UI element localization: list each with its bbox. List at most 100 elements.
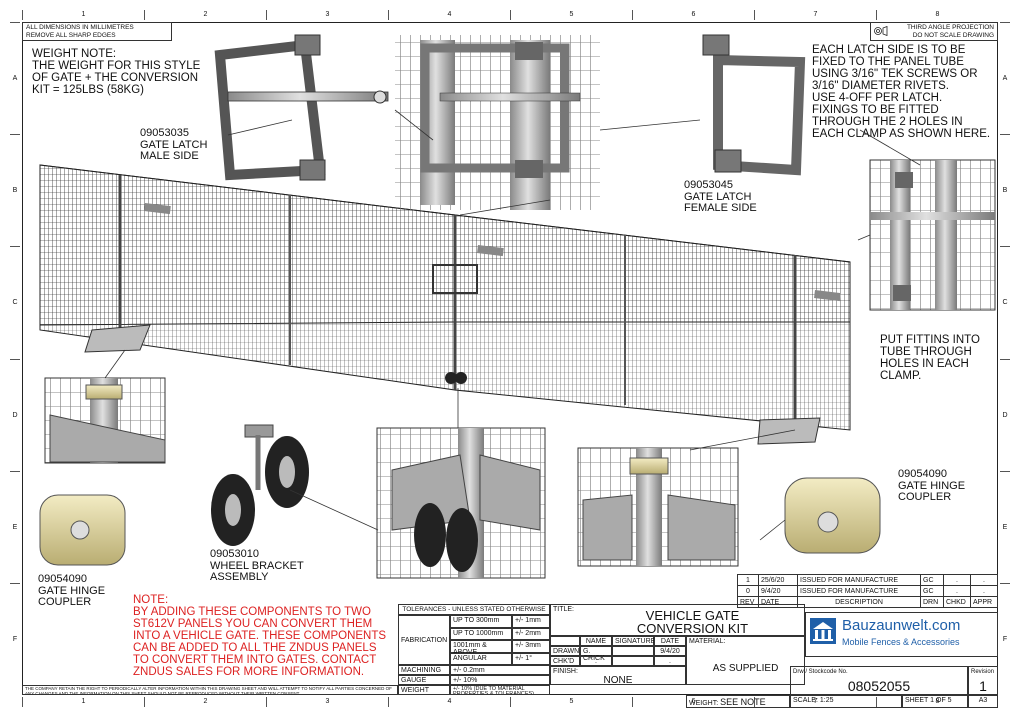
- fabrication-label: FABRICATION: [398, 615, 450, 665]
- zone-label: 7: [754, 697, 876, 707]
- rev-cell: 1: [737, 574, 759, 586]
- projection-symbol-icon: [874, 25, 888, 37]
- weight-note: WEIGHT NOTE: THE WEIGHT FOR THIS STYLE O…: [32, 48, 201, 96]
- material-value: AS SUPPLIED: [712, 663, 779, 674]
- checked-name: .: [580, 656, 612, 666]
- part-label-latch-male: 09053035 GATE LATCH MALE SIDE: [140, 127, 208, 162]
- weight-cell: WEIGHT: SEE NOTE: [686, 695, 790, 708]
- signature-header: SIGNATURE: [612, 636, 655, 646]
- finish-value: NONE: [603, 675, 633, 686]
- drawn-date: 9/4/20: [654, 646, 686, 656]
- gauge-label: GAUGE: [398, 675, 450, 685]
- revision-value: 1: [979, 678, 987, 694]
- fab-tolerance: +/- 1°: [512, 653, 550, 665]
- zone-ruler-left: A B C D E F: [10, 22, 20, 695]
- sheet-number: SHEET 1 OF 5: [902, 695, 968, 708]
- weight-tolerance: +/- 10% (DUE TO MATERIAL PROPERTIES & TO…: [450, 685, 550, 695]
- checked-label: CHK'D: [550, 656, 580, 666]
- appr-cell: .: [970, 574, 998, 586]
- material-label: MATERIAL:: [689, 638, 726, 645]
- drawn-label: DRAWN: [550, 646, 580, 656]
- weight-label: WEIGHT: [398, 685, 450, 695]
- brand-name: Bauzaunwelt.com: [842, 617, 961, 634]
- disclaimer: THE COMPANY RETAIN THE RIGHT TO PERIODIC…: [22, 685, 398, 695]
- logo-building-icon: [810, 618, 836, 644]
- fab-tolerance: +/- 2mm: [512, 628, 550, 640]
- wheel-closeup-illustration: [376, 427, 546, 579]
- table-row: 1 25/6/20 ISSUED FOR MANUFACTURE GC . .: [737, 574, 998, 586]
- description-cell: ISSUED FOR MANUFACTURE: [797, 574, 921, 586]
- machining-label: MACHINING: [398, 665, 450, 675]
- zone-label: 4: [388, 697, 510, 707]
- drn-header: DRN: [920, 596, 944, 608]
- description-cell: ISSUED FOR MANUFACTURE: [797, 585, 921, 597]
- zone-ruler-top: 1 2 3 4 5 6 7 8: [22, 10, 998, 20]
- zone-label: D: [10, 358, 20, 471]
- appr-header: APPR: [970, 596, 998, 608]
- chkd-cell: .: [943, 585, 971, 597]
- part-label-latch-female: 09053045 GATE LATCH FEMALE SIDE: [684, 179, 757, 214]
- zone-label: E: [1000, 470, 1010, 583]
- zone-label: 6: [632, 10, 754, 20]
- machining-tolerance: +/- 0.2mm: [450, 665, 550, 675]
- zone-label: C: [1000, 246, 1010, 358]
- part-label-coupler-left: 09054090 GATE HINGE COUPLER: [38, 573, 106, 608]
- weight-field-value: SEE NOTE: [720, 697, 766, 707]
- drawing-title-line2: CONVERSION KIT: [636, 621, 749, 636]
- edges-note: REMOVE ALL SHARP EDGES: [26, 32, 116, 39]
- brand-tagline: Mobile Fences & Accessories: [842, 637, 960, 647]
- wheel-bracket-illustration: [211, 424, 309, 546]
- coupler-right-illustration: [784, 477, 881, 554]
- revision-label: Revision: [971, 669, 995, 675]
- scale-label: SCALE:: [793, 697, 818, 704]
- zone-label: F: [1000, 582, 1010, 695]
- zone-label: A: [10, 22, 20, 134]
- checked-date: .: [654, 656, 686, 666]
- zone-label: 8: [876, 697, 998, 707]
- title-label: TITLE:: [553, 606, 575, 613]
- zone-label: 3: [266, 697, 388, 707]
- zone-label: D: [1000, 358, 1010, 471]
- zone-label: 4: [388, 10, 510, 20]
- table-row: 0 9/4/20 ISSUED FOR MANUFACTURE GC . .: [737, 585, 998, 597]
- tolerances-title: TOLERANCES - UNLESS STATED OTHERWISE: [398, 604, 550, 615]
- chkd-header: CHKD: [943, 596, 971, 608]
- hinge-closeup-left-illustration: [44, 377, 166, 464]
- scale-cell: SCALE: 1:25: [790, 695, 902, 708]
- zone-label: 2: [144, 10, 266, 20]
- latch-fixing-note: EACH LATCH SIDE IS TO BE FIXED TO THE PA…: [812, 44, 991, 140]
- fab-range: ANGULAR: [450, 653, 512, 665]
- part-label-coupler-right: 09054090 GATE HINGE COUPLER: [898, 468, 966, 503]
- stockcode-value: 08052055: [847, 678, 911, 694]
- table-header-row: REV DATE DESCRIPTION DRN CHKD APPR: [737, 596, 998, 608]
- zone-label: A: [1000, 22, 1010, 134]
- coupler-left-illustration: [39, 494, 126, 566]
- zone-ruler-bottom: 1 2 3 4 5 6 7 8: [22, 697, 998, 707]
- zone-label: B: [1000, 134, 1010, 246]
- zone-label: B: [10, 134, 20, 246]
- finish-cell: FINISH: NONE: [550, 666, 686, 686]
- zone-label: F: [10, 582, 20, 695]
- zone-label: 7: [754, 10, 876, 20]
- weight-field-label: WEIGHT:: [689, 700, 719, 707]
- stockcode-cell: Drw / Stockcode No. 08052055: [790, 666, 968, 695]
- sheet-size: A3: [968, 695, 998, 708]
- drn-cell: GC: [920, 574, 944, 586]
- finish-label: FINISH:: [553, 668, 578, 675]
- zone-label: 5: [510, 697, 632, 707]
- projection-note: THIRD ANGLE PROJECTION: [906, 24, 994, 31]
- zone-label: 3: [266, 10, 388, 20]
- zone-label: C: [10, 246, 20, 358]
- date-cell: 25/6/20: [758, 574, 798, 586]
- fab-range: 1001mm & ABOVE: [450, 640, 512, 656]
- fittings-closeup-illustration: [869, 159, 996, 311]
- drn-cell: GC: [920, 585, 944, 597]
- part-label-wheel-bracket: 09053010 WHEEL BRACKET ASSEMBLY: [210, 548, 304, 583]
- fittings-note: PUT FITTINS INTO TUBE THROUGH HOLES IN E…: [880, 334, 980, 382]
- zone-label: 5: [510, 10, 632, 20]
- projection-box: THIRD ANGLE PROJECTION DO NOT SCALE DRAW…: [870, 22, 998, 41]
- fab-tolerance: +/- 1mm: [512, 615, 550, 628]
- description-header: DESCRIPTION: [797, 596, 921, 608]
